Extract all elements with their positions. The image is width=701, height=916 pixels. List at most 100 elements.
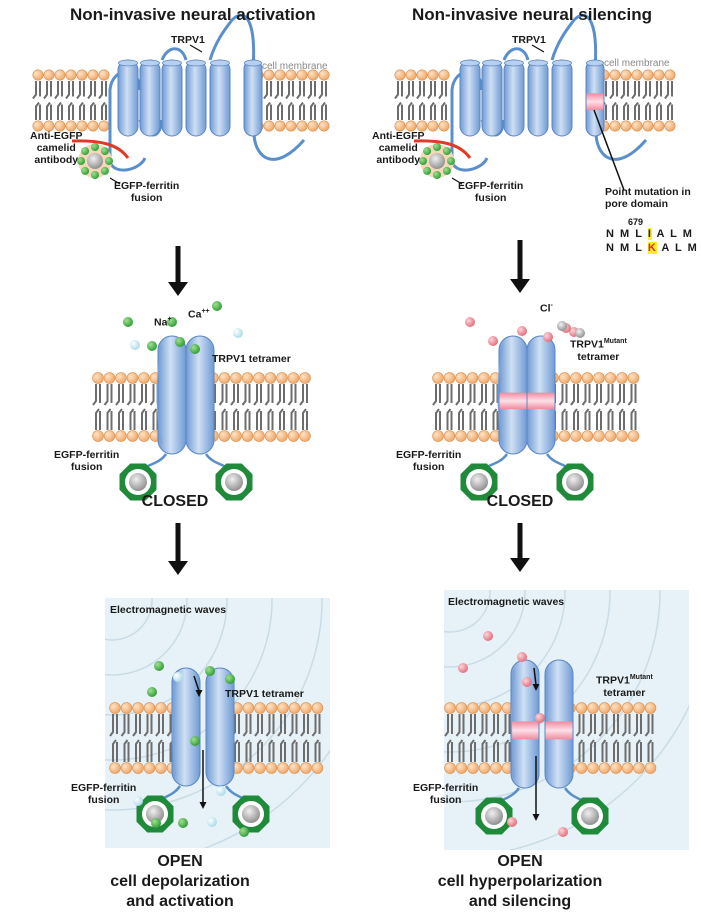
lipid-tail xyxy=(135,739,140,762)
lipid-tail xyxy=(87,81,92,100)
pore-loop xyxy=(208,13,256,81)
lipid-tail xyxy=(143,714,149,737)
step-arrow-right-1-head xyxy=(510,279,530,293)
lipid-tail xyxy=(277,101,282,120)
lipid-head xyxy=(466,372,479,384)
lipid-tail xyxy=(558,384,564,406)
lipid-head xyxy=(115,372,127,384)
lipid-tail xyxy=(636,739,641,762)
chloride-ion xyxy=(517,326,527,336)
lipid-tail xyxy=(613,739,618,762)
lipid-head xyxy=(478,430,490,442)
ferritin-core xyxy=(429,153,445,169)
open-left-line3: and activation xyxy=(126,893,234,910)
lipid-tail xyxy=(596,408,601,430)
antibody xyxy=(413,139,472,159)
lipid-tail xyxy=(285,81,290,100)
lipid-head xyxy=(644,762,657,774)
helix-top xyxy=(552,59,572,67)
lipid-head xyxy=(466,430,479,442)
lipid-head xyxy=(299,372,311,384)
lipid-head xyxy=(311,762,324,774)
lipid-tail xyxy=(633,714,638,737)
helix-top xyxy=(118,59,138,67)
lipid-tail xyxy=(430,101,435,120)
anti-egfp-label-left: Anti-EGFP camelid antibody xyxy=(30,130,83,166)
wave-arc xyxy=(105,598,153,641)
lipid-tail xyxy=(470,739,475,762)
lipid-head xyxy=(98,69,110,81)
lipid-head xyxy=(242,702,255,714)
lipid-tail xyxy=(647,739,653,762)
lipid-head xyxy=(254,762,266,774)
lipid-tail xyxy=(106,408,112,430)
mut-residue: K xyxy=(647,242,658,254)
lipid-head xyxy=(307,69,319,81)
lipid-tail xyxy=(318,81,323,100)
lipid-head xyxy=(254,702,266,714)
lipid-head xyxy=(43,69,55,81)
lipid-head xyxy=(288,702,301,714)
trpv1-label-left: TRPV1 xyxy=(171,34,205,46)
state-closed-right: CLOSED xyxy=(486,493,554,510)
wave-arc xyxy=(444,590,611,753)
calcium-ion xyxy=(147,341,157,351)
lipid-head xyxy=(653,120,665,132)
lipid-tail xyxy=(621,714,627,737)
channel-subunit xyxy=(185,335,215,455)
lipid-head xyxy=(263,69,275,81)
em-waves-label-left: Electromagnetic waves xyxy=(110,604,227,616)
lipid-head xyxy=(598,762,611,774)
lipid-head xyxy=(287,430,300,442)
subunit-edge xyxy=(497,345,504,445)
lipid-head xyxy=(76,69,88,81)
egfp-bead xyxy=(423,147,432,156)
lipid-head xyxy=(276,372,288,384)
ferritin-core xyxy=(566,473,584,491)
lipid-head xyxy=(455,372,467,384)
pore-loop xyxy=(550,13,598,81)
lipid-head xyxy=(405,120,417,132)
lipid-tail xyxy=(303,739,308,762)
lipid-head xyxy=(296,69,308,81)
egfp-ferritin-bl2: fusion xyxy=(87,794,120,806)
lipid-tail xyxy=(443,384,449,406)
open-left-line2: cell depolarization xyxy=(110,873,250,890)
lipid-head xyxy=(394,69,406,81)
lipid-tail xyxy=(265,714,271,737)
helix-top xyxy=(162,59,182,67)
cl-label: Cl- xyxy=(540,300,553,315)
lipid-head xyxy=(633,702,645,714)
lipid-head xyxy=(76,120,88,132)
lipid-head xyxy=(438,69,450,81)
egfp-bead xyxy=(100,166,109,175)
lipid-head xyxy=(311,702,324,714)
lipid-tail xyxy=(435,408,440,430)
chloride-ion xyxy=(543,332,553,342)
wt-prefix: N M L xyxy=(606,228,644,240)
lipid-head xyxy=(54,120,66,132)
extracellular-loop xyxy=(160,47,188,61)
lipid-tail xyxy=(441,101,446,120)
step-arrow-left-2-head xyxy=(168,561,188,575)
lipid-head xyxy=(318,120,330,132)
lipid-head xyxy=(265,702,278,714)
lipid-tail xyxy=(447,739,452,762)
subunit-edge xyxy=(156,345,163,445)
lipid-tail xyxy=(667,101,672,120)
lipid-head xyxy=(253,430,265,442)
lipid-head xyxy=(103,372,116,384)
lipid-tail xyxy=(112,739,117,762)
lipid-head xyxy=(126,372,139,384)
sodium-ion xyxy=(207,817,217,827)
ferritin-core xyxy=(242,805,260,823)
lipid-head xyxy=(103,430,116,442)
lipid-head xyxy=(285,69,297,81)
lipid-tail xyxy=(656,101,661,120)
lipid-head xyxy=(570,372,582,384)
lipid-head xyxy=(616,430,628,442)
lipid-head xyxy=(631,69,643,81)
lipid-head xyxy=(277,702,289,714)
ion-flux-arrow-left-head xyxy=(199,802,207,809)
helix-top xyxy=(586,59,604,67)
